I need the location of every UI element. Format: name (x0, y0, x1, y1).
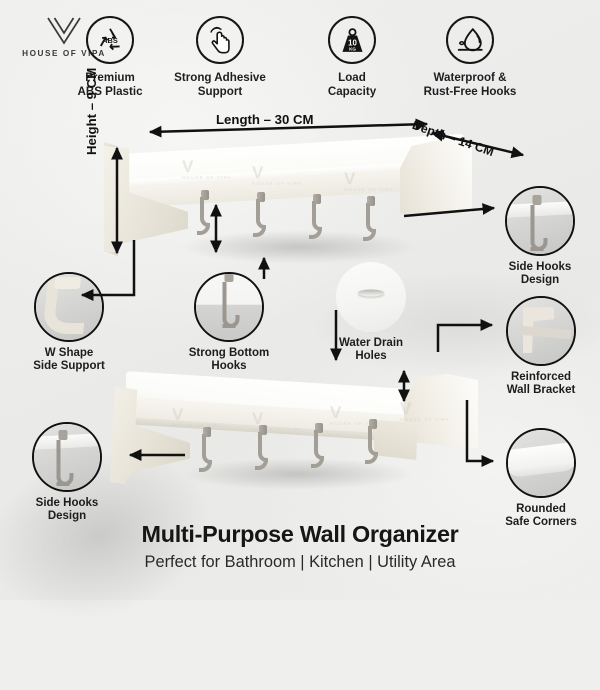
dimension-label-length: Length – 30 CM (216, 112, 314, 127)
shelf-shadow (134, 224, 464, 270)
water-droplet-icon (446, 16, 494, 64)
feature-strong-adhesive-support: Strong Adhesive Support (168, 16, 272, 98)
product-hook (197, 190, 210, 235)
hand-tap-icon (196, 16, 244, 64)
rounded-corner-photo (506, 428, 576, 498)
brand-logo: HOUSE OF VIPA (14, 14, 114, 58)
svg-text:10: 10 (348, 38, 357, 47)
w-bracket-photo (34, 272, 104, 342)
page-title: Multi-Purpose Wall Organizer (141, 521, 459, 547)
vipa-v-logo-icon (14, 14, 114, 48)
wall-bracket-photo (506, 296, 576, 366)
feature-label: Strong Adhesive Support (174, 71, 266, 98)
side-hook-photo (505, 186, 575, 256)
feature-label: Waterproof & Rust-Free Hooks (423, 71, 517, 98)
callout-label: W Shape Side Support (33, 347, 105, 373)
callout-label: Rounded Safe Corners (505, 503, 577, 529)
product-hook (253, 192, 266, 237)
feature-label: Premium ABS Plastic (77, 71, 143, 98)
brand-name: HOUSE OF VIPA (22, 49, 106, 58)
callout-reinforced-wall-bracket: Reinforced Wall Bracket (486, 296, 596, 397)
product-hook (199, 427, 212, 472)
callout-label: Reinforced Wall Bracket (506, 371, 576, 397)
bottom-hook-photo (194, 272, 264, 342)
feature-load-capacity: 10 KG Load Capacity (300, 16, 404, 98)
page-subtitle: Perfect for Bathroom | Kitchen | Utility… (144, 553, 456, 571)
callout-side-hooks-bottom: Side Hooks Design (8, 422, 126, 523)
callout-w-shape-side-support: W Shape Side Support (10, 272, 128, 373)
product-hook (311, 423, 324, 468)
drain-hole-photo (336, 262, 406, 332)
callout-label: Strong Bottom Hooks (188, 347, 270, 373)
svg-text:ABS: ABS (102, 36, 118, 45)
callout-strong-bottom-hooks: Strong Bottom Hooks (170, 272, 288, 373)
feature-premium-abs-plastic: ABS Premium ABS Plastic (58, 16, 162, 98)
side-hook-photo (32, 422, 102, 492)
product-hook (255, 425, 268, 470)
feature-label: Load Capacity (327, 71, 377, 98)
weight-10kg-icon: 10 KG (328, 16, 376, 64)
product-hook (363, 196, 376, 241)
callout-rounded-safe-corners: Rounded Safe Corners (486, 428, 596, 529)
feature-waterproof-rust-free: Waterproof & Rust-Free Hooks (418, 16, 522, 98)
product-hook (309, 194, 322, 239)
abs-recycle-icon: ABS (86, 16, 134, 64)
dimension-label-height: Height – 9 CM (84, 67, 99, 155)
callout-label: Side Hooks Design (35, 497, 99, 523)
shelf-right-hook-plate (372, 420, 418, 460)
infographic-canvas: HOUSE OF VIPA ABS Premium ABS Plastic St… (0, 0, 600, 600)
shelf-shadow (138, 452, 458, 496)
shelf-right-w-bracket (400, 138, 472, 220)
callout-side-hooks-top: Side Hooks Design (484, 186, 596, 287)
svg-text:KG: KG (349, 46, 356, 51)
callout-label: Water Drain Holes (338, 337, 404, 363)
product-hook (365, 419, 378, 464)
callout-label: Side Hooks Design (508, 261, 572, 287)
callout-water-drain-holes: Water Drain Holes (312, 262, 430, 363)
